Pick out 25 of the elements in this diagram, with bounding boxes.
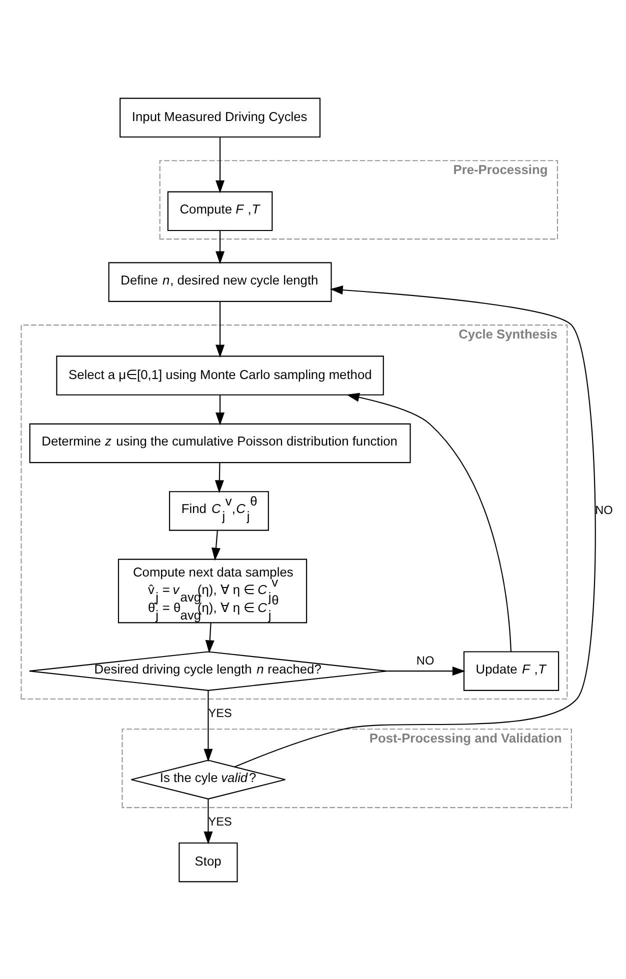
node-diamond: Is the cyle valid?	[130, 759, 286, 799]
arrow	[216, 394, 225, 425]
edge-label: NO	[416, 652, 434, 667]
arrow	[214, 462, 224, 493]
edge-label: NO	[595, 502, 613, 516]
arrow	[212, 530, 220, 560]
node-box: Select a μ∈[0,1] using Monte Carlo sampling method	[56, 355, 384, 395]
node-box: Update F ,T	[463, 650, 560, 690]
arrow	[234, 285, 596, 767]
arrow	[216, 230, 225, 264]
node-box: Input Measured Driving Cycles	[120, 97, 321, 138]
node-box: Compute F ,T	[167, 190, 273, 231]
arrow	[346, 392, 512, 652]
arrow	[387, 666, 466, 676]
edge-label: YES	[208, 814, 232, 828]
node-box: Define n, desired new cycle length	[108, 262, 332, 302]
edge-label: YES	[208, 706, 232, 720]
node-box: Stop	[178, 842, 238, 882]
arrow	[204, 690, 213, 762]
arrow	[204, 798, 213, 844]
node-box: Determine z using the cumulative Poisson distribution function	[29, 422, 411, 463]
arrow	[216, 301, 225, 358]
node-diamond: Desired driving cycle length n reached?	[28, 650, 388, 690]
arrow	[205, 622, 214, 653]
arrow	[216, 136, 225, 193]
